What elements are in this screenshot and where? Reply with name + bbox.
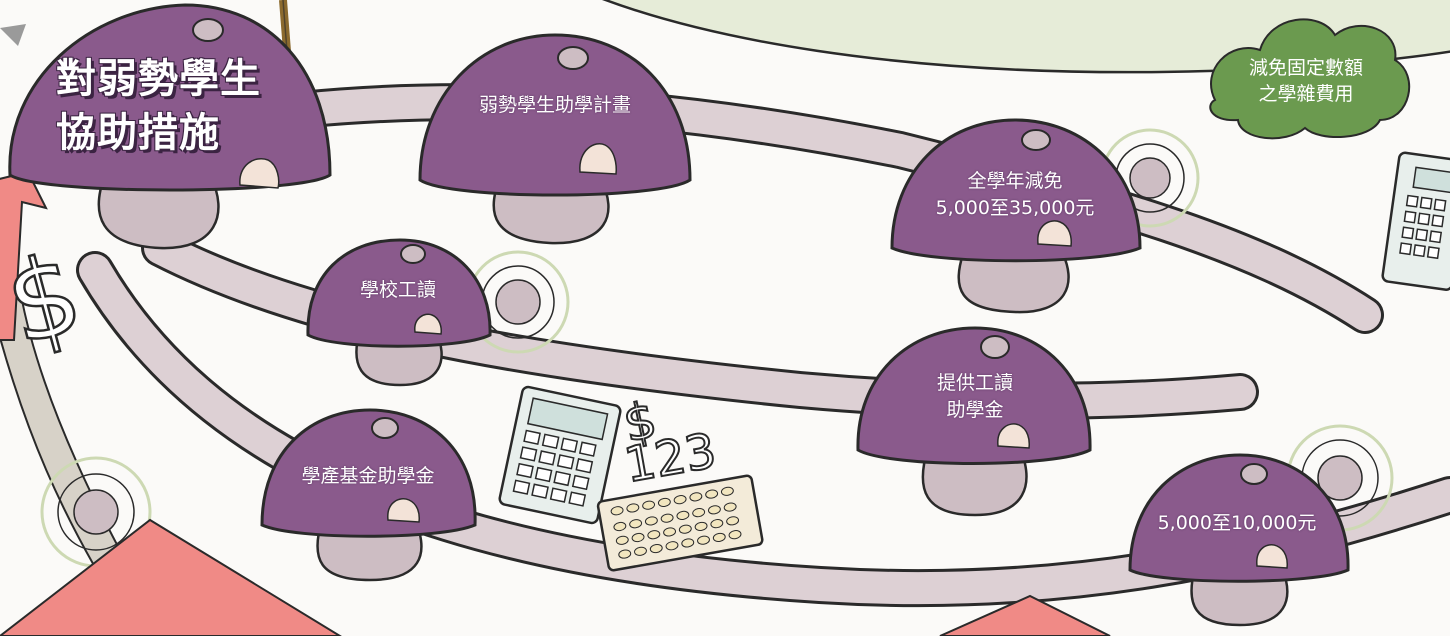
cloud-label: 減免固定數額 之學雜費用	[1249, 55, 1363, 107]
mushroom-label-campus-work-study: 學校工讀	[360, 277, 436, 304]
bottom-arrow-left	[0, 518, 342, 636]
label-line2: 助學金	[946, 399, 1004, 421]
label-line1: 學校工讀	[359, 279, 437, 301]
mushroom-title	[8, 3, 332, 250]
label-line1: 弱勢學生助學計畫	[478, 94, 632, 116]
label-line1: 提供工讀	[936, 372, 1014, 394]
main-title-line1: 對弱勢學生	[56, 56, 261, 102]
mushroom-label-work-study-grant: 提供工讀 助學金	[937, 370, 1013, 424]
cloud-label-line2: 之學雜費用	[1258, 83, 1354, 105]
bottom-arrow-right	[939, 594, 1111, 636]
mushroom-label-tuition-reduction: 全學年減免 5,000至35,000元	[936, 168, 1095, 222]
left-wall	[0, 288, 169, 636]
mushroom-6	[1128, 453, 1350, 627]
mushroom-3	[306, 238, 492, 387]
calculator-icon	[1381, 151, 1450, 291]
mushroom-label-amount-range: 5,000至10,000元	[1158, 510, 1317, 537]
mushroom-label-student-aid-plan: 弱勢學生助學計畫	[479, 92, 631, 119]
label-line1: 全學年減免	[967, 170, 1063, 192]
calculator-middle-icon	[498, 385, 622, 525]
swirl-decorations	[40, 128, 1394, 568]
cloud-label-line1: 減免固定數額	[1248, 57, 1364, 79]
abacus-icon	[596, 474, 764, 572]
mushroom-4	[856, 326, 1092, 517]
label-line1: 學產基金助學金	[301, 465, 435, 487]
mushroom-2	[890, 118, 1142, 314]
label-line2: 5,000至35,000元	[935, 197, 1095, 219]
cloud-bubble	[1209, 18, 1411, 140]
main-title: 對弱勢學生 協助措施	[56, 52, 261, 160]
main-title-line2: 協助措施	[56, 110, 220, 156]
mushroom-1	[418, 33, 692, 245]
mushroom-label-school-property-fund: 學產基金助學金	[301, 463, 434, 490]
corner-arrow-icon	[0, 24, 26, 46]
mushroom-5	[260, 408, 477, 582]
label-line1: 5,000至10,000元	[1157, 512, 1317, 534]
